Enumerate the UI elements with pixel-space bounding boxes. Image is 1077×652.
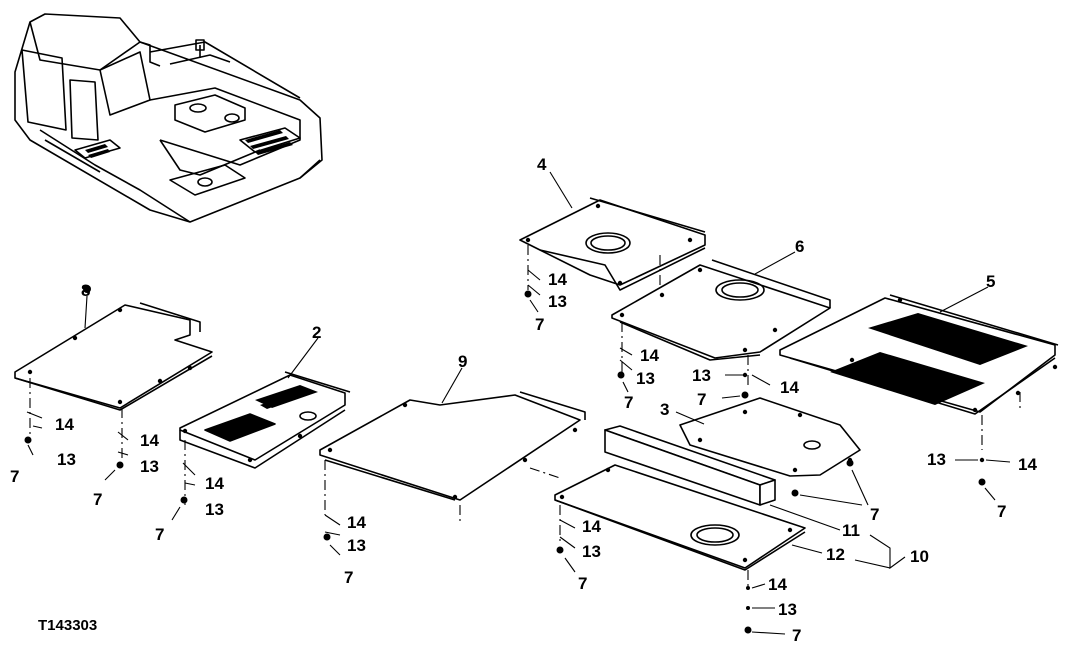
callout-labels: 8 2 9 4 6 5 3 11 12 10 14 13 7 14 13 7 1…: [10, 155, 1037, 645]
fastener-stack-f: [617, 347, 633, 393]
label-washer: 14: [640, 346, 659, 365]
label-lockwasher: 13: [548, 292, 567, 311]
label-bolt: 7: [697, 390, 706, 409]
label-bolt: 7: [997, 502, 1006, 521]
fastener-stack-a: [24, 411, 43, 456]
fastener-stack-c: [171, 462, 196, 521]
label-bolt: 7: [535, 315, 544, 334]
label-part-4: 4: [537, 155, 547, 174]
label-part-6: 6: [795, 237, 804, 256]
panel-5: [779, 286, 1059, 450]
beam-11: [604, 425, 841, 531]
label-washer: 14: [582, 517, 601, 536]
panel-9: [319, 367, 586, 522]
label-bolt: 7: [93, 490, 102, 509]
label-lockwasher: 13: [927, 450, 946, 469]
panel-2: [179, 337, 351, 505]
fastener-stack-e: [524, 269, 541, 313]
label-bolt: 7: [870, 505, 879, 524]
label-lockwasher: 13: [140, 457, 159, 476]
label-washer: 14: [768, 575, 787, 594]
label-washer: 14: [205, 474, 224, 493]
label-lockwasher: 13: [692, 366, 711, 385]
fastener-stack-g: [721, 372, 771, 399]
label-washer: 14: [140, 431, 159, 450]
label-part-3: 3: [660, 400, 669, 419]
label-part-11: 11: [842, 521, 860, 540]
label-bolt: 7: [792, 626, 801, 645]
fastener-stack-j: [556, 519, 576, 573]
panel-8: [14, 285, 213, 458]
fastener-stack-i: [791, 459, 869, 506]
label-washer: 14: [548, 270, 567, 289]
label-lockwasher: 13: [57, 450, 76, 469]
label-lockwasher: 13: [347, 536, 366, 555]
label-washer: 14: [55, 415, 74, 434]
excavator-overview: [14, 13, 323, 223]
label-part-9: 9: [458, 352, 467, 371]
panel-12: [554, 464, 906, 590]
label-part-5: 5: [986, 272, 995, 291]
label-part-10: 10: [910, 547, 929, 566]
figure-id: T143303: [38, 617, 97, 634]
label-bolt: 7: [624, 393, 633, 412]
label-washer: 14: [1018, 455, 1037, 474]
panel-6: [611, 251, 831, 385]
fastener-stack-h: [955, 457, 1011, 501]
label-part-8: 8: [81, 281, 90, 300]
label-bolt: 7: [10, 467, 19, 486]
label-lockwasher: 13: [778, 600, 797, 619]
panel-4: [519, 171, 706, 291]
label-washer: 14: [347, 513, 366, 532]
label-bolt: 7: [155, 525, 164, 544]
fastener-stack-d: [323, 514, 341, 556]
label-part-12: 12: [826, 545, 845, 564]
label-lockwasher: 13: [636, 369, 655, 388]
label-lockwasher: 13: [205, 500, 224, 519]
label-washer: 14: [780, 378, 799, 397]
label-lockwasher: 13: [582, 542, 601, 561]
panel-3: [675, 392, 861, 477]
label-part-2: 2: [312, 323, 321, 342]
fastener-stack-k: [744, 583, 786, 635]
label-bolt: 7: [344, 568, 353, 587]
fastener-stack-b: [104, 431, 129, 481]
label-bolt: 7: [578, 574, 587, 593]
